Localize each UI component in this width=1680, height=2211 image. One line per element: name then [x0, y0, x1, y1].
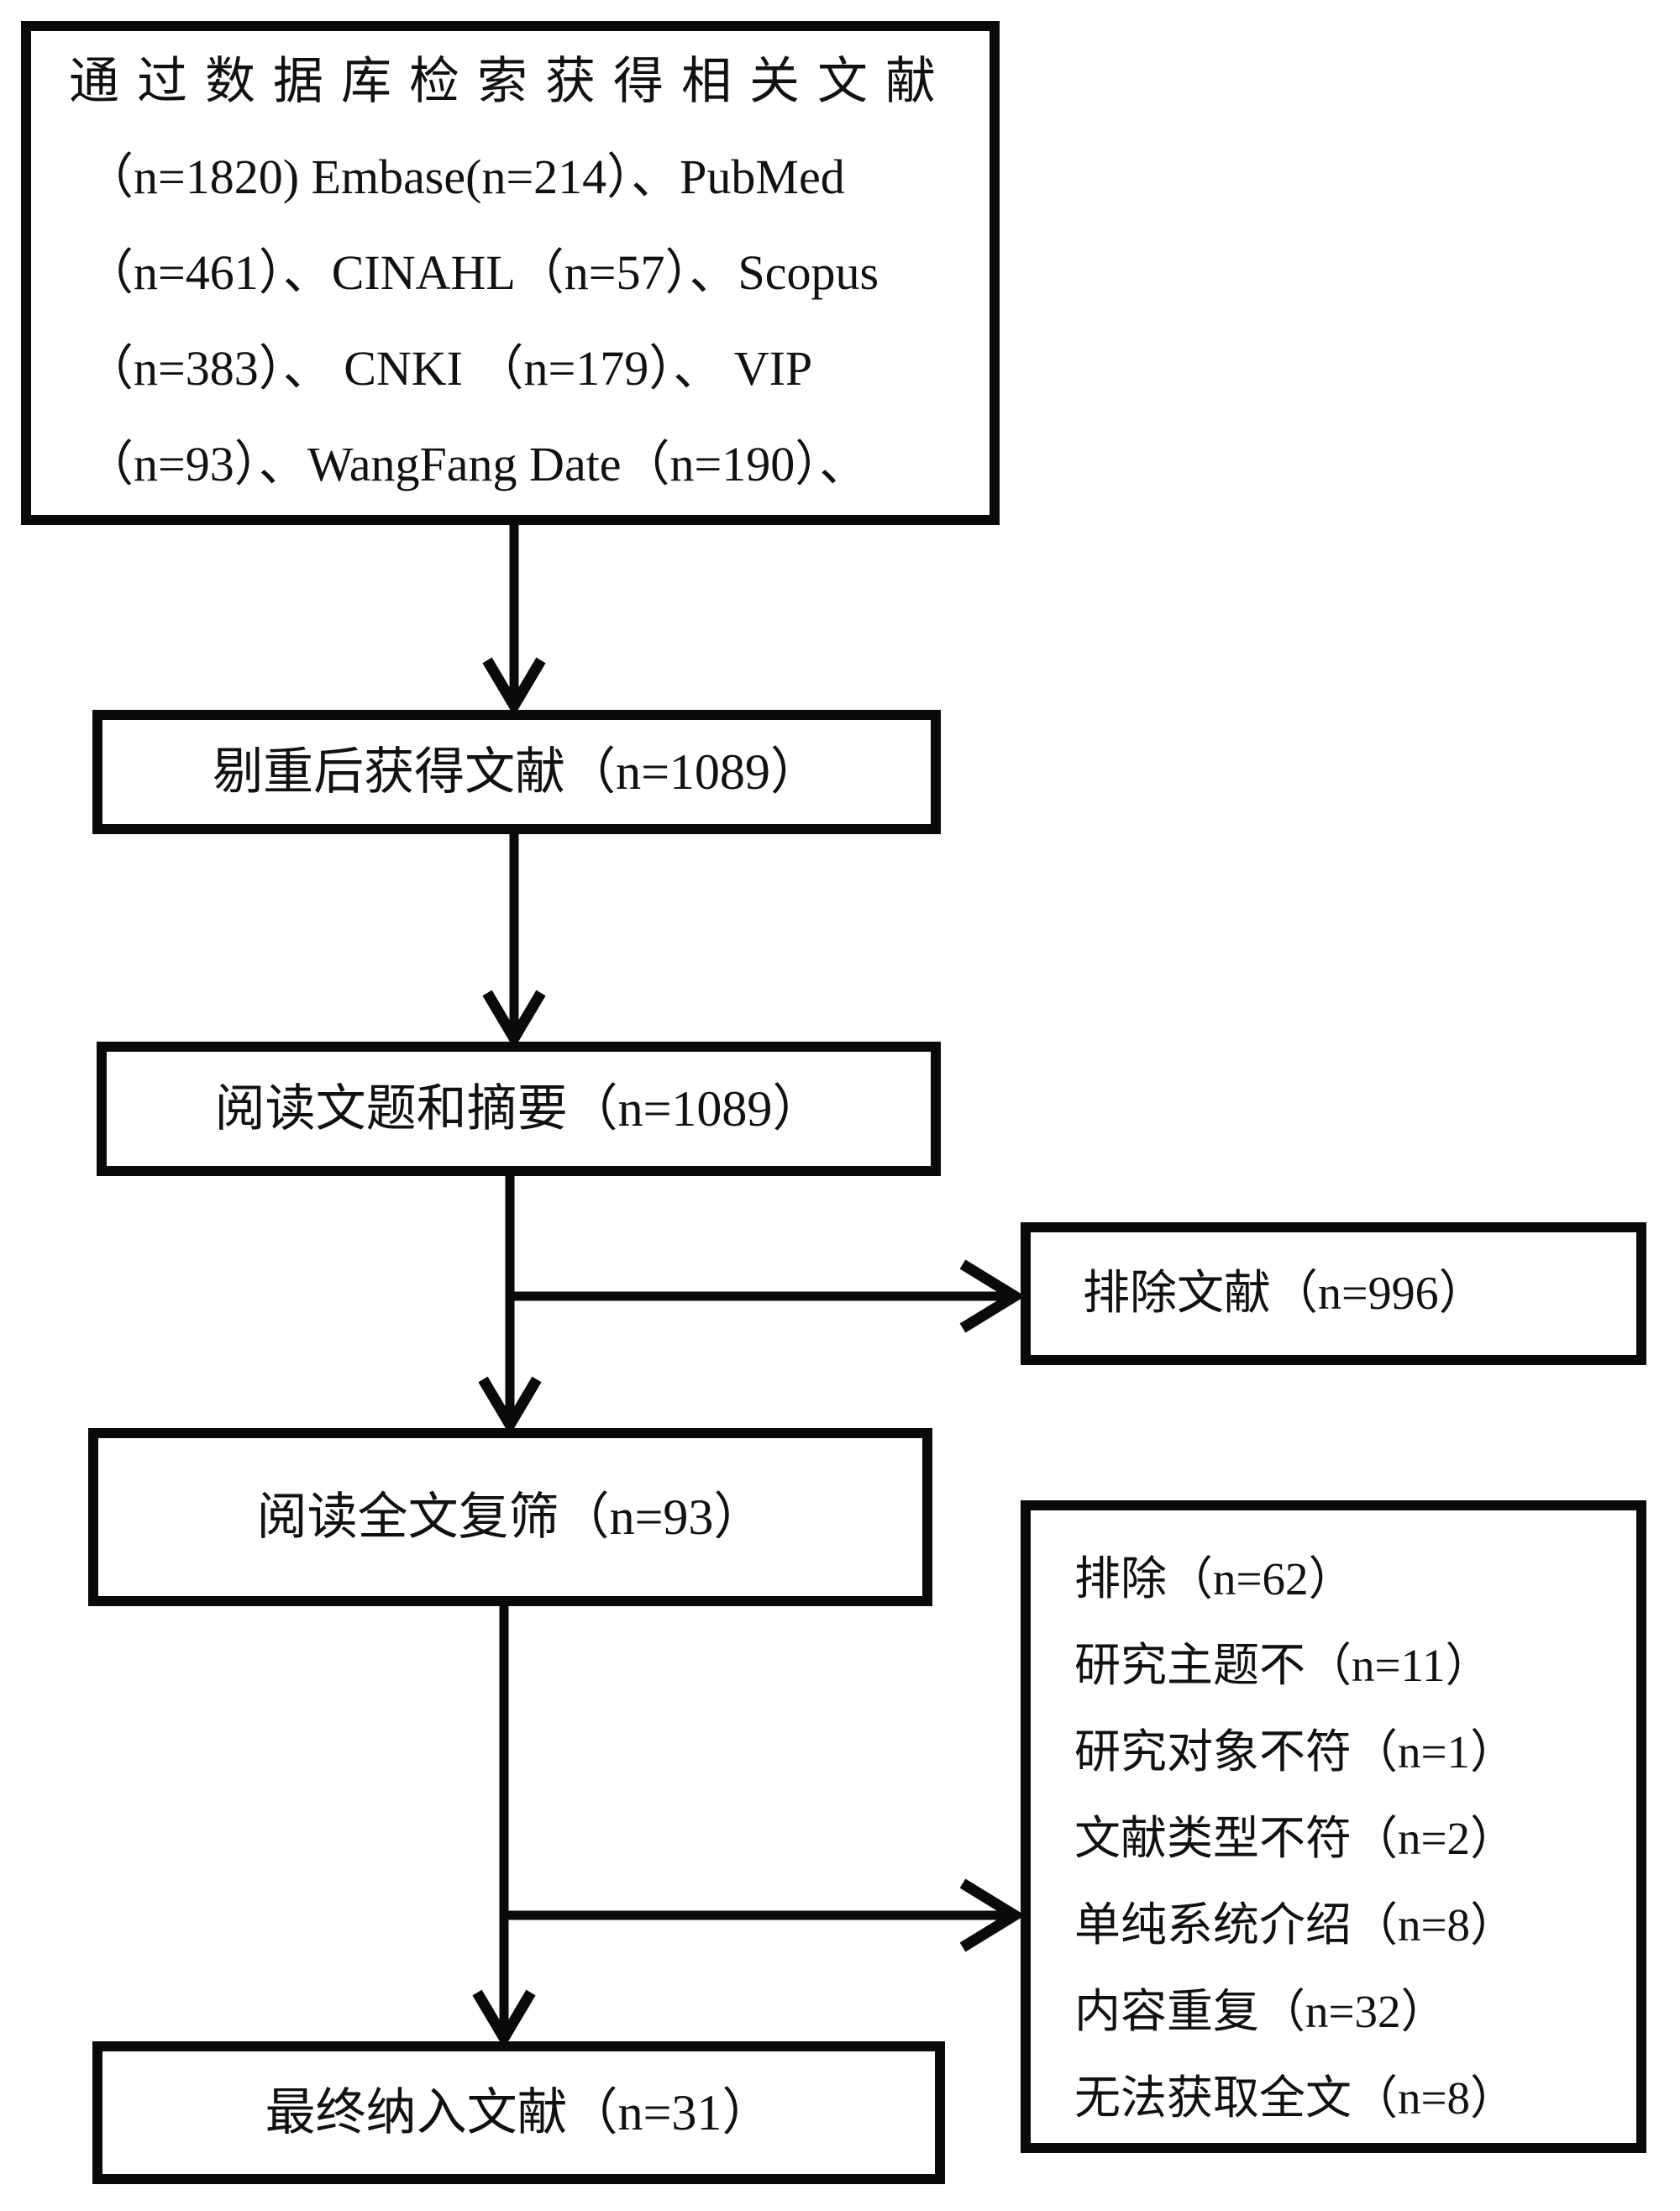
search-line: （n=461）、CINAHL（n=57）、Scopus: [85, 245, 879, 300]
arrow-branch-exclusion-reasons: [504, 1878, 1026, 1952]
box-database-search: 通过数据库检索获得相关文献 （n=1820) Embase(n=214）、Pub…: [21, 21, 1000, 525]
box-deduplicated: 剔重后获得文献（n=1089）: [92, 710, 941, 834]
box-final-included: 最终纳入文献（n=31）: [92, 2041, 945, 2184]
search-line: （n=1820) Embase(n=214）、PubMed: [85, 150, 845, 204]
arrow-branch-excluded-records: [510, 1259, 1026, 1333]
box-label: 阅读文题和摘要（n=1089）: [214, 1081, 823, 1137]
exclusion-reason-line: 排除（n=62）: [1074, 1553, 1355, 1604]
box-label: 排除文献（n=996）: [1083, 1268, 1486, 1320]
arrow-dedup-to-title: [482, 834, 546, 1049]
box-exclusion-reasons: 排除（n=62） 研究主题不（n=11） 研究对象不符（n=1） 文献类型不符（…: [1021, 1500, 1646, 2153]
search-line: （n=93）、WangFang Date（n=190）、: [85, 437, 869, 491]
search-line: 通过数据库检索获得相关文献: [69, 54, 953, 109]
box-label: 阅读全文复筛（n=93）: [256, 1489, 764, 1545]
box-label: 剔重后获得文献（n=1089）: [213, 744, 821, 800]
arrow-title-to-fulltext: [478, 1176, 542, 1436]
exclusion-reason-line: 无法获取全文（n=8）: [1074, 2072, 1517, 2124]
exclusion-reason-line: 文献类型不符（n=2）: [1074, 1813, 1517, 1864]
box-label: 最终纳入文献（n=31）: [265, 2085, 773, 2140]
exclusion-reason-line: 内容重复（n=32）: [1074, 1986, 1447, 2037]
box-excluded-records: 排除文献（n=996）: [1021, 1222, 1646, 1365]
box-fulltext-screening: 阅读全文复筛（n=93）: [88, 1428, 932, 1606]
box-read-title-abstract: 阅读文题和摘要（n=1089）: [97, 1042, 941, 1176]
exclusion-reason-line: 研究主题不（n=11）: [1074, 1640, 1492, 1691]
arrow-search-to-dedup: [482, 525, 546, 717]
exclusion-reason-line: 单纯系统介绍（n=8）: [1074, 1899, 1517, 1951]
arrow-fulltext-to-included: [472, 1606, 536, 2049]
search-line: （n=383）、 CNKI （n=179）、 VIP: [85, 341, 813, 396]
exclusion-reason-line: 研究对象不符（n=1）: [1074, 1726, 1517, 1778]
